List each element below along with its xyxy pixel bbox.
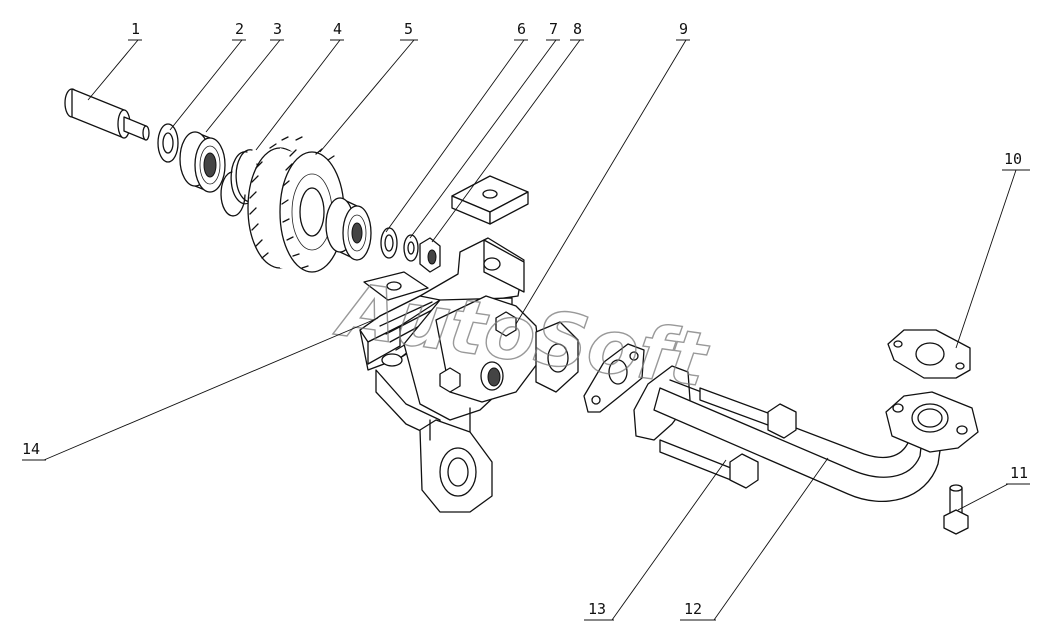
- callout-1: 1: [131, 20, 140, 38]
- callout-4: 4: [333, 20, 342, 38]
- part-11-bolt: [943, 484, 969, 535]
- callout-6: 6: [517, 20, 526, 38]
- callout-8: 8: [573, 20, 582, 38]
- part-6-washer: [380, 227, 398, 259]
- part-2-washer: [157, 123, 179, 163]
- part-10-gasket: [887, 329, 971, 379]
- callout-11: 11: [1010, 464, 1028, 482]
- square-pad: [451, 175, 529, 225]
- part-14-pump-body: [359, 237, 579, 513]
- part-5-gear: [247, 136, 345, 274]
- gear-bearing: [325, 197, 372, 261]
- callout-9: 9: [679, 20, 688, 38]
- part-13-bolts: [659, 387, 797, 489]
- callout-7: 7: [549, 20, 558, 38]
- part-12-pipe: [633, 365, 979, 502]
- part-8-nut: [419, 237, 441, 273]
- part-9-gasket: [583, 343, 645, 413]
- callout-10: 10: [1004, 150, 1022, 168]
- callout-13: 13: [588, 600, 606, 618]
- callout-14: 14: [22, 440, 40, 458]
- callout-5: 5: [404, 20, 413, 38]
- part-3-bearing: [179, 131, 226, 193]
- callout-12: 12: [684, 600, 702, 618]
- callout-3: 3: [273, 20, 282, 38]
- leader-lines: [22, 39, 1030, 621]
- part-1-shaft: [64, 88, 150, 141]
- callout-2: 2: [235, 20, 244, 38]
- part-7-washer: [403, 234, 419, 262]
